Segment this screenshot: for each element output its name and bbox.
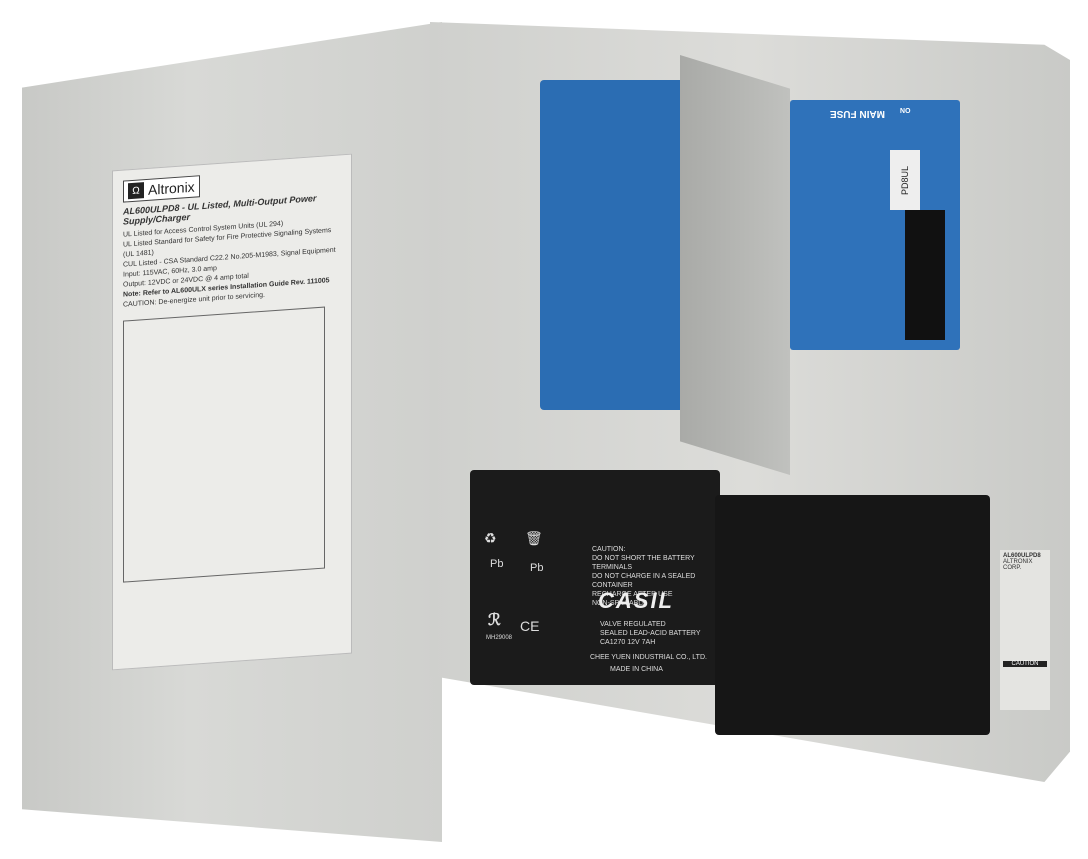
door-label: Ω Altronix AL600ULPD8 - UL Listed, Multi…	[112, 153, 352, 671]
battery-type: VALVE REGULATED SEALED LEAD-ACID BATTERY…	[600, 620, 701, 647]
brand-badge: Ω Altronix	[123, 175, 200, 203]
caution-line: RECHARGE AFTER USE	[592, 591, 673, 598]
type-line: SEALED LEAD-ACID BATTERY	[600, 630, 701, 637]
caution-line: DO NOT CHARGE IN A SEALED CONTAINER	[592, 573, 696, 589]
ce-mark: CE	[520, 618, 540, 634]
pd8ul-label: PD8UL	[890, 150, 920, 210]
cert-code: MH29008	[486, 635, 513, 641]
switch-label: ON	[900, 106, 911, 113]
brand-name: Altronix	[148, 178, 195, 198]
wiring-diagram	[123, 306, 325, 583]
battery-front: ♻ Pb 🗑 Pb CAUTION: DO NOT SHORT THE BATT…	[470, 470, 720, 685]
ul-mark-icon: ℛ	[488, 612, 501, 629]
battery-caution: CAUTION: DO NOT SHORT THE BATTERY TERMIN…	[592, 545, 720, 608]
pb-symbol: Pb	[530, 562, 544, 574]
origin: MADE IN CHINA	[610, 666, 663, 673]
altronix-logo-icon: Ω	[128, 182, 144, 200]
side-label: AL600ULPD8 ALTRONIX CORP. CAUTION	[1000, 550, 1050, 710]
battery-spec: CA1270 12V 7AH	[600, 639, 656, 646]
side-model: AL600ULPD8	[1003, 553, 1041, 559]
terminal-block	[905, 210, 945, 340]
caution-line: NON-SPILLABLE	[592, 600, 647, 607]
battery-brand: CASIL	[598, 588, 674, 613]
type-line: VALVE REGULATED	[600, 621, 666, 628]
no-trash-icon: 🗑	[525, 530, 543, 546]
main-fuse-label: MAIN FUSE	[830, 108, 885, 119]
side-company: ALTRONIX CORP.	[1003, 559, 1033, 571]
caution-line: DO NOT SHORT THE BATTERY TERMINALS	[592, 555, 695, 571]
heat-shield	[680, 55, 790, 475]
manufacturer: CHEE YUEN INDUSTRIAL CO., LTD.	[590, 654, 707, 661]
pb-symbol: Pb	[490, 558, 504, 570]
caution-title: CAUTION:	[592, 546, 626, 553]
recycle-icon: ♻	[484, 530, 497, 546]
battery-rear	[715, 495, 990, 735]
side-caution: CAUTION	[1003, 661, 1047, 667]
